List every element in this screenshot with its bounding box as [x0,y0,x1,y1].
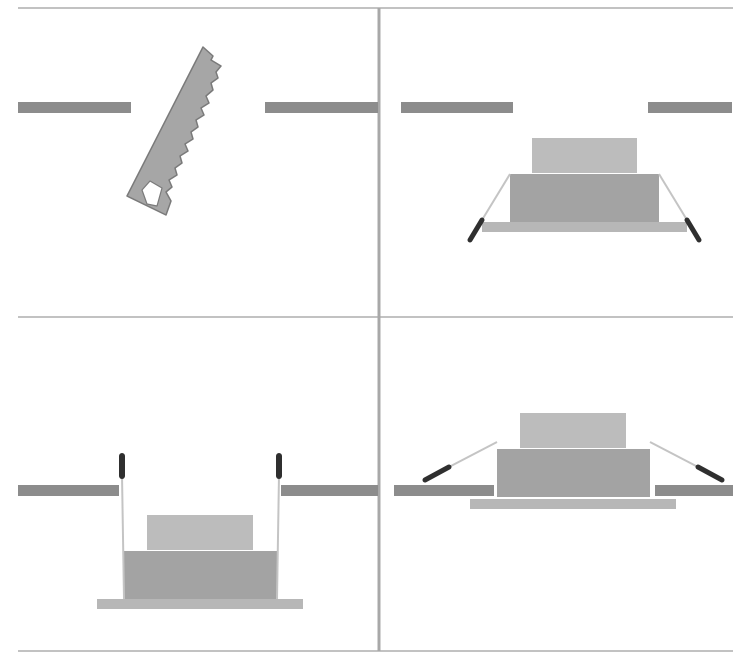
ceiling-panel-left [394,485,494,496]
step-2-panel [401,102,732,243]
spring-clip-tip [467,217,485,243]
spring-clip-wire [658,173,688,221]
downlight [97,515,303,609]
spring-clip-wire [481,173,511,221]
downlight-driver [147,515,253,550]
step-1-panel [18,46,378,216]
spring-clip-right [649,441,725,483]
spring-clip-wire [448,441,498,468]
downlight-trim [482,222,687,232]
downlight [482,138,687,232]
spring-clip-tip [422,464,452,483]
downlight [470,413,676,509]
spring-clip-tip [684,217,702,243]
downlight-trim [97,599,303,609]
downlight-driver [520,413,626,448]
downlight-body [124,551,277,599]
ceiling-panel-left [401,102,513,113]
spring-clip-wire [121,474,125,600]
downlight-driver [532,138,637,173]
ceiling-panel-left [18,102,131,113]
ceiling-panel-right [265,102,378,113]
downlight-body [497,449,650,497]
spring-clip-wire [649,441,699,468]
saw-handle-grip-hole [141,180,163,207]
ceiling-panel-right [281,485,378,496]
ceiling-panel-left [18,485,119,496]
step-4-panel [394,413,733,509]
spring-clip-tip [695,464,725,483]
saw-blade [126,46,222,216]
spring-clip-right [658,173,702,243]
spring-clip-wire [276,474,280,600]
spring-clip-left [422,441,498,483]
step-3-panel [18,453,378,609]
spring-clip-left [119,453,125,600]
ceiling-panel-right [648,102,732,113]
downlight-trim [470,499,676,509]
spring-clip-right [276,453,282,600]
frame [18,7,733,652]
downlight-body [510,174,659,222]
ceiling-panel-right [655,485,733,496]
hand-saw-icon [126,46,222,216]
spring-clip-left [467,173,511,243]
